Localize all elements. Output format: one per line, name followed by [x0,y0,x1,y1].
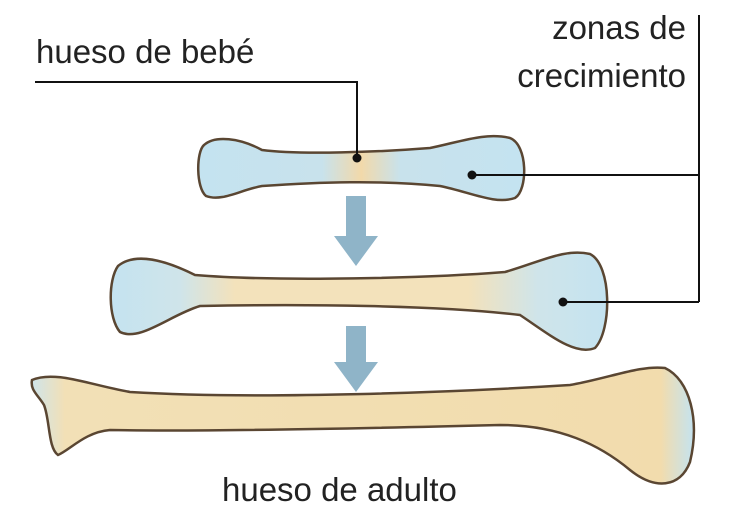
growth-zone-dot-2 [558,297,568,307]
baby-bone [197,134,526,202]
growth-zone-leader [472,15,700,303]
growth-zone-dot-1 [467,170,477,180]
adult-bone-label: hueso de adulto [222,471,457,508]
growth-arrow-1 [334,196,378,266]
baby-bone-label: hueso de bebé [36,33,255,70]
growth-arrow-2 [334,326,378,392]
baby-bone-leader-dot [352,153,362,163]
adult-bone [30,366,696,485]
growth-zones-label-line2: crecimiento [517,57,686,94]
child-bone [109,251,609,351]
baby-bone-leader [35,81,358,158]
growth-zones-label-line1: zonas de [552,9,686,46]
